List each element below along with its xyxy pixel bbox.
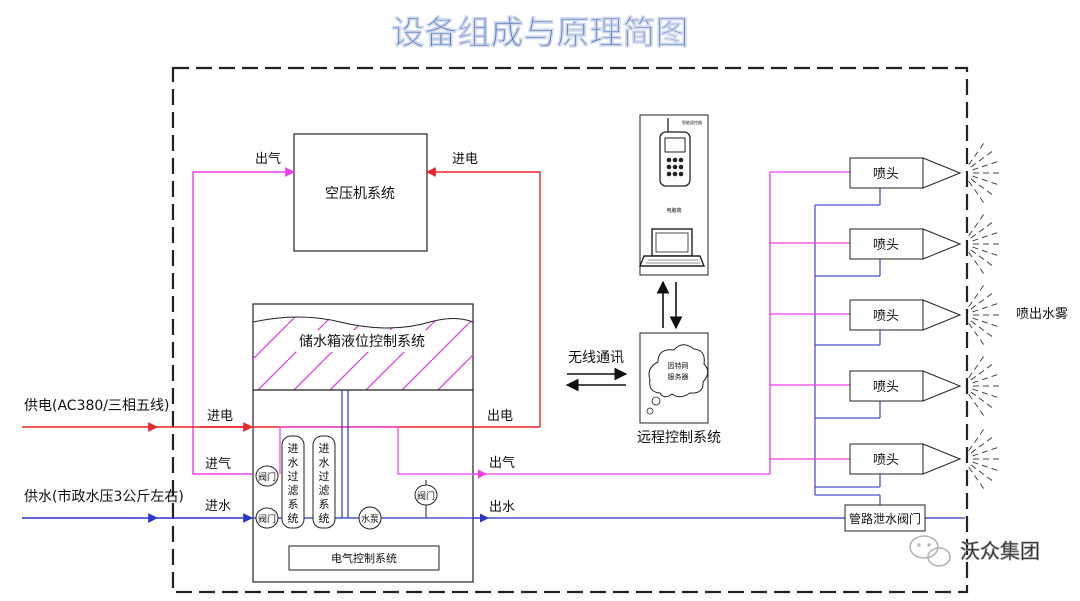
filter-2 bbox=[312, 435, 336, 529]
electrical-control-box bbox=[288, 545, 440, 571]
watermark-text: 沃众集团 bbox=[960, 539, 1040, 563]
air-valve bbox=[255, 465, 279, 487]
air-compressor-box bbox=[293, 133, 428, 252]
svg-text:统: 统 bbox=[288, 512, 299, 525]
tank-label: 储水箱液位控制系统 bbox=[299, 334, 425, 350]
phone-icon bbox=[659, 118, 691, 187]
spray-3 bbox=[968, 285, 999, 345]
nozzle-box bbox=[849, 443, 924, 475]
svg-text:滤: 滤 bbox=[319, 484, 330, 497]
internal-air-pipe bbox=[279, 426, 473, 475]
spray-2 bbox=[968, 214, 999, 274]
nozzle-label: 喷头 bbox=[873, 380, 899, 395]
filter-2-label: 进 水 过 滤 系 统 bbox=[319, 442, 330, 525]
nozzle-tip bbox=[922, 299, 962, 331]
spray-4 bbox=[968, 356, 999, 416]
outlet-valve-label: 阀门 bbox=[417, 490, 435, 502]
svg-text:过: 过 bbox=[288, 470, 299, 483]
power-in-label: 进电 bbox=[207, 409, 233, 424]
water-valve-label: 阀门 bbox=[258, 513, 276, 525]
svg-text:进: 进 bbox=[288, 442, 299, 455]
electrical-control-label: 电气控制系统 bbox=[331, 551, 397, 565]
nozzle-label: 喷头 bbox=[873, 309, 899, 324]
nozzle-tip bbox=[922, 370, 962, 402]
nozzle-row-4: 喷头 bbox=[770, 370, 962, 419]
spray-1 bbox=[968, 143, 999, 203]
filter-1 bbox=[281, 435, 305, 529]
spray-marks bbox=[968, 143, 999, 489]
svg-text:水: 水 bbox=[288, 456, 299, 469]
air-in-label: 进气 bbox=[205, 456, 231, 472]
server-label-line1: 因特网 bbox=[668, 361, 689, 370]
nozzle-row-5: 喷头 bbox=[770, 443, 962, 488]
drain-valve-box bbox=[844, 504, 926, 532]
nozzle-tip bbox=[922, 228, 962, 260]
remote-device-top-label: 智能遥控器 bbox=[682, 119, 702, 125]
compressor-air-line bbox=[192, 167, 295, 475]
nozzle-box bbox=[849, 228, 924, 260]
power-out-label: 出电 bbox=[487, 409, 513, 424]
spray-label: 喷出水雾 bbox=[1016, 307, 1068, 322]
svg-text:系: 系 bbox=[288, 498, 299, 511]
filter-1-label: 进 水 过 滤 系 统 bbox=[288, 442, 299, 525]
cloud-icon bbox=[648, 344, 709, 398]
air-compressor-label: 空压机系统 bbox=[325, 186, 395, 202]
svg-text:水: 水 bbox=[319, 456, 330, 469]
svg-text:系: 系 bbox=[319, 498, 330, 511]
nozzle-label: 喷头 bbox=[873, 238, 899, 253]
diagram-title: 设备组成与原理简图 bbox=[392, 13, 689, 52]
wechat-icon bbox=[909, 535, 951, 567]
air-out-label: 出气 bbox=[489, 455, 515, 471]
spray-5 bbox=[968, 429, 999, 489]
compressor-air-out-label: 出气 bbox=[255, 151, 281, 167]
compressor-power-in-label: 进电 bbox=[452, 152, 478, 167]
cloud-bubble bbox=[646, 407, 654, 415]
drain-valve-label: 管路泄水阀门 bbox=[849, 511, 921, 526]
water-valve bbox=[255, 507, 279, 529]
tank-label-bg bbox=[296, 330, 426, 352]
svg-text:进: 进 bbox=[319, 442, 330, 455]
supply-power-label: 供电(AC380/三相五线) bbox=[24, 398, 169, 414]
server-label-line2: 服务器 bbox=[668, 372, 689, 381]
nozzle-tip bbox=[922, 157, 962, 189]
svg-text:滤: 滤 bbox=[288, 484, 299, 497]
nozzle-tip bbox=[922, 443, 962, 475]
cloud-bubble bbox=[651, 396, 661, 406]
nozzle-row-3: 喷头 bbox=[770, 299, 962, 346]
water-pump-label: 水泵 bbox=[361, 513, 379, 525]
water-out-label: 出水 bbox=[489, 500, 515, 515]
nozzle-row-1: 喷头 bbox=[770, 157, 962, 206]
remote-system-label: 远程控制系统 bbox=[637, 430, 721, 446]
svg-text:统: 统 bbox=[319, 512, 330, 525]
nozzle-row-2: 喷头 bbox=[770, 228, 962, 277]
water-pump bbox=[358, 506, 382, 530]
nozzle-label: 喷头 bbox=[873, 453, 899, 468]
wireless-label: 无线通讯 bbox=[568, 350, 624, 366]
water-in-label: 进水 bbox=[205, 499, 231, 514]
laptop-icon bbox=[638, 228, 706, 267]
system-boundary bbox=[171, 66, 969, 594]
tank-water-hatch bbox=[253, 317, 473, 390]
supply-water-label: 供水(市政水压3公斤左右) bbox=[24, 488, 184, 505]
nozzle-box bbox=[849, 157, 924, 189]
tank-water-surface bbox=[252, 316, 474, 329]
nozzle-label: 喷头 bbox=[873, 167, 899, 182]
air-valve-label: 阀门 bbox=[258, 471, 276, 483]
compressor-power-line bbox=[426, 167, 541, 427]
remote-device-mid-label: 电脑端 bbox=[666, 207, 681, 214]
outlet-valve bbox=[414, 484, 438, 506]
svg-text:过: 过 bbox=[319, 470, 330, 483]
